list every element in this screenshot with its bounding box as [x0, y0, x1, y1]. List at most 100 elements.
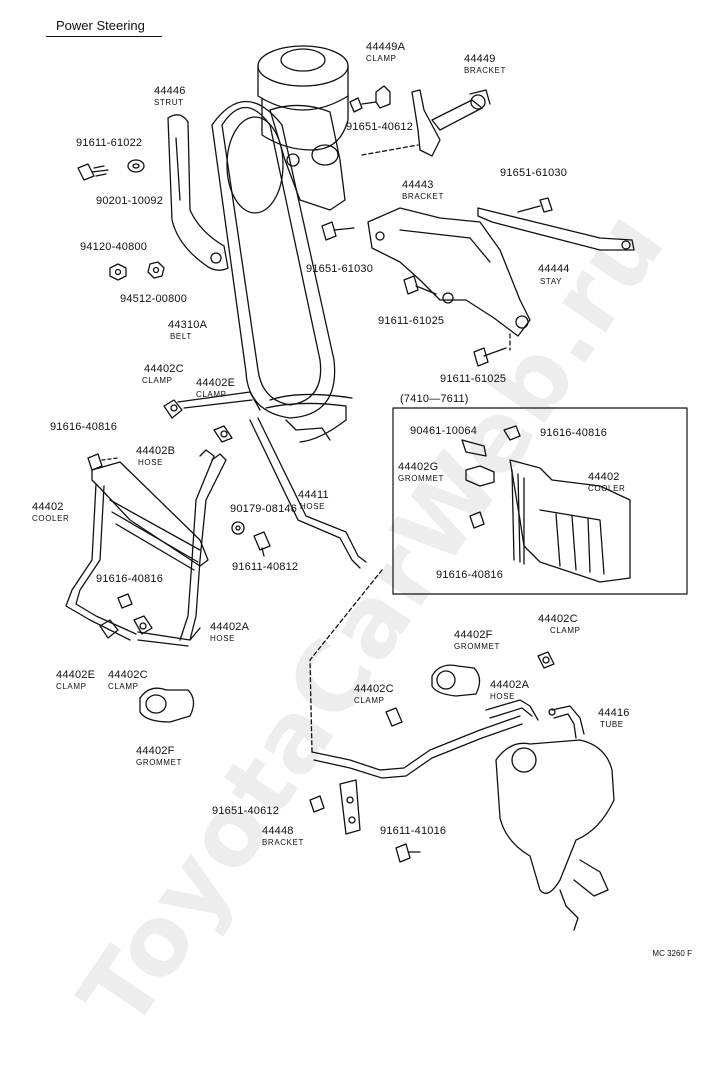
label-44402G: 44402G	[398, 461, 439, 473]
label-44416-name: TUBE	[600, 720, 624, 729]
bolt-91611-41016	[395, 843, 421, 863]
stay-44444	[477, 207, 635, 251]
label-44402A-a: 44402A	[210, 621, 250, 633]
label-91616-40816-b: 91616-40816	[96, 573, 164, 585]
label-44402C-c: 44402C	[354, 683, 394, 695]
label-44444: 44444	[538, 263, 570, 275]
label-90201-10092: 90201-10092	[96, 195, 164, 207]
label-44402-a: 44402	[32, 501, 64, 513]
bracket-44448	[339, 779, 361, 835]
label-44402C-c-name: CLAMP	[354, 696, 385, 705]
label-91616-40816-a: 91616-40816	[50, 421, 118, 433]
label-44444-name: STAY	[540, 277, 563, 286]
label-44448-name: BRACKET	[262, 838, 304, 847]
label-91651-61030-mid: 91651-61030	[306, 263, 374, 275]
label-44448: 44448	[262, 825, 294, 837]
clamp-44402C-a	[163, 399, 183, 419]
strut-44446	[167, 114, 229, 271]
label-90461-10064: 90461-10064	[410, 425, 478, 437]
nut-94512-00800	[147, 261, 165, 279]
label-44449-name: BRACKET	[464, 66, 506, 75]
grommet-44402F-right	[431, 664, 481, 697]
hose-44411	[249, 393, 367, 569]
steering-gear-box	[495, 739, 615, 931]
hose-44402A-right	[485, 699, 539, 721]
label-44402C-a-name: CLAMP	[142, 376, 173, 385]
label-44310A: 44310A	[168, 319, 208, 331]
line-clamp-to-hose-2	[183, 399, 253, 409]
line-clamp-to-hose	[177, 391, 261, 411]
label-44449A: 44449A	[366, 41, 406, 53]
clamp-44402C-b	[133, 615, 153, 635]
label-44402C-b: 44402C	[108, 669, 148, 681]
label-44402E-b-name: CLAMP	[56, 682, 87, 691]
label-44411-name: HOSE	[300, 502, 326, 511]
label-91611-40812: 91611-40812	[232, 561, 299, 573]
pump-body	[269, 104, 346, 211]
bolt-91651-40612-b	[309, 795, 325, 813]
bolt-91616-40816-a	[87, 453, 119, 471]
label-44402F-a: 44402F	[136, 745, 175, 757]
bolt-91651-61030-right	[517, 197, 553, 213]
page-title: Power Steering	[56, 18, 145, 33]
label-91616-40816-c: 91616-40816	[540, 427, 608, 439]
label-94120-40800: 94120-40800	[80, 241, 148, 253]
label-44402C-a: 44402C	[144, 363, 184, 375]
label-44402A-b-name: HOSE	[490, 692, 516, 701]
clamp-44402C-c	[385, 707, 403, 727]
hose-44402B	[179, 449, 227, 641]
label-44402F-a-name: GROMMET	[136, 758, 182, 767]
bolt-91611-61022	[77, 163, 109, 181]
label-44446-name: STRUT	[154, 98, 184, 107]
label-91611-41016: 91611-41016	[380, 825, 447, 837]
clamp-44402E-b	[99, 619, 119, 639]
label-91611-61025-b: 91611-61025	[440, 373, 507, 385]
label-44446: 44446	[154, 85, 186, 97]
dash-leader-lower	[309, 569, 383, 753]
grommet-44402F-left	[139, 687, 195, 723]
label-94512-00800: 94512-00800	[120, 293, 188, 305]
drawing-code: MC 3260 F	[652, 949, 692, 958]
bolt-91651-40612-top	[349, 97, 377, 113]
bracket-44449	[431, 89, 491, 131]
pump-reservoir	[257, 45, 349, 151]
washer-90201-10092	[127, 159, 145, 173]
dash-leader-top	[361, 144, 419, 156]
label-91616-40816-d: 91616-40816	[436, 569, 504, 581]
clamp-44402E-a	[213, 425, 233, 443]
label-44402A-a-name: HOSE	[210, 634, 236, 643]
bolt-91651-61030-mid	[321, 221, 355, 241]
label-44402G-name: GROMMET	[398, 474, 444, 483]
label-44310A-name: BELT	[170, 332, 192, 341]
label-44402-a-name: COOLER	[32, 514, 70, 523]
nut-94120-40800	[109, 263, 127, 281]
inset-box	[392, 407, 688, 595]
bolt-91616-40816-b	[117, 593, 133, 609]
label-44402-b: 44402	[588, 471, 620, 483]
title-underline	[46, 36, 162, 37]
label-inset-range: (7410—7611)	[400, 393, 469, 405]
label-91651-61030-right: 91651-61030	[500, 167, 568, 179]
label-44402F-b: 44402F	[454, 629, 493, 641]
label-44402-b-name: COOLER	[588, 484, 626, 493]
bracket-44443	[367, 207, 531, 337]
label-44402A-b: 44402A	[490, 679, 530, 691]
label-44443-name: BRACKET	[402, 192, 444, 201]
label-44402E-a-name: CLAMP	[196, 390, 227, 399]
drive-belt	[211, 101, 336, 419]
cooler-44402-left	[65, 461, 209, 641]
bolt-91611-61025-b	[473, 347, 507, 367]
bolt-91611-40812	[253, 531, 271, 557]
label-91651-40612-b: 91651-40612	[212, 805, 280, 817]
label-44449A-name: CLAMP	[366, 54, 397, 63]
label-44402E-b: 44402E	[56, 669, 96, 681]
label-44402B-name: HOSE	[138, 458, 164, 467]
return-pipe-lower	[311, 715, 523, 779]
label-44402F-b-name: GROMMET	[454, 642, 500, 651]
label-44402E-a: 44402E	[196, 377, 236, 389]
label-44449: 44449	[464, 53, 496, 65]
label-44402C-d-name: CLAMP	[550, 626, 581, 635]
label-44402C-b-name: CLAMP	[108, 682, 139, 691]
label-44443: 44443	[402, 179, 434, 191]
